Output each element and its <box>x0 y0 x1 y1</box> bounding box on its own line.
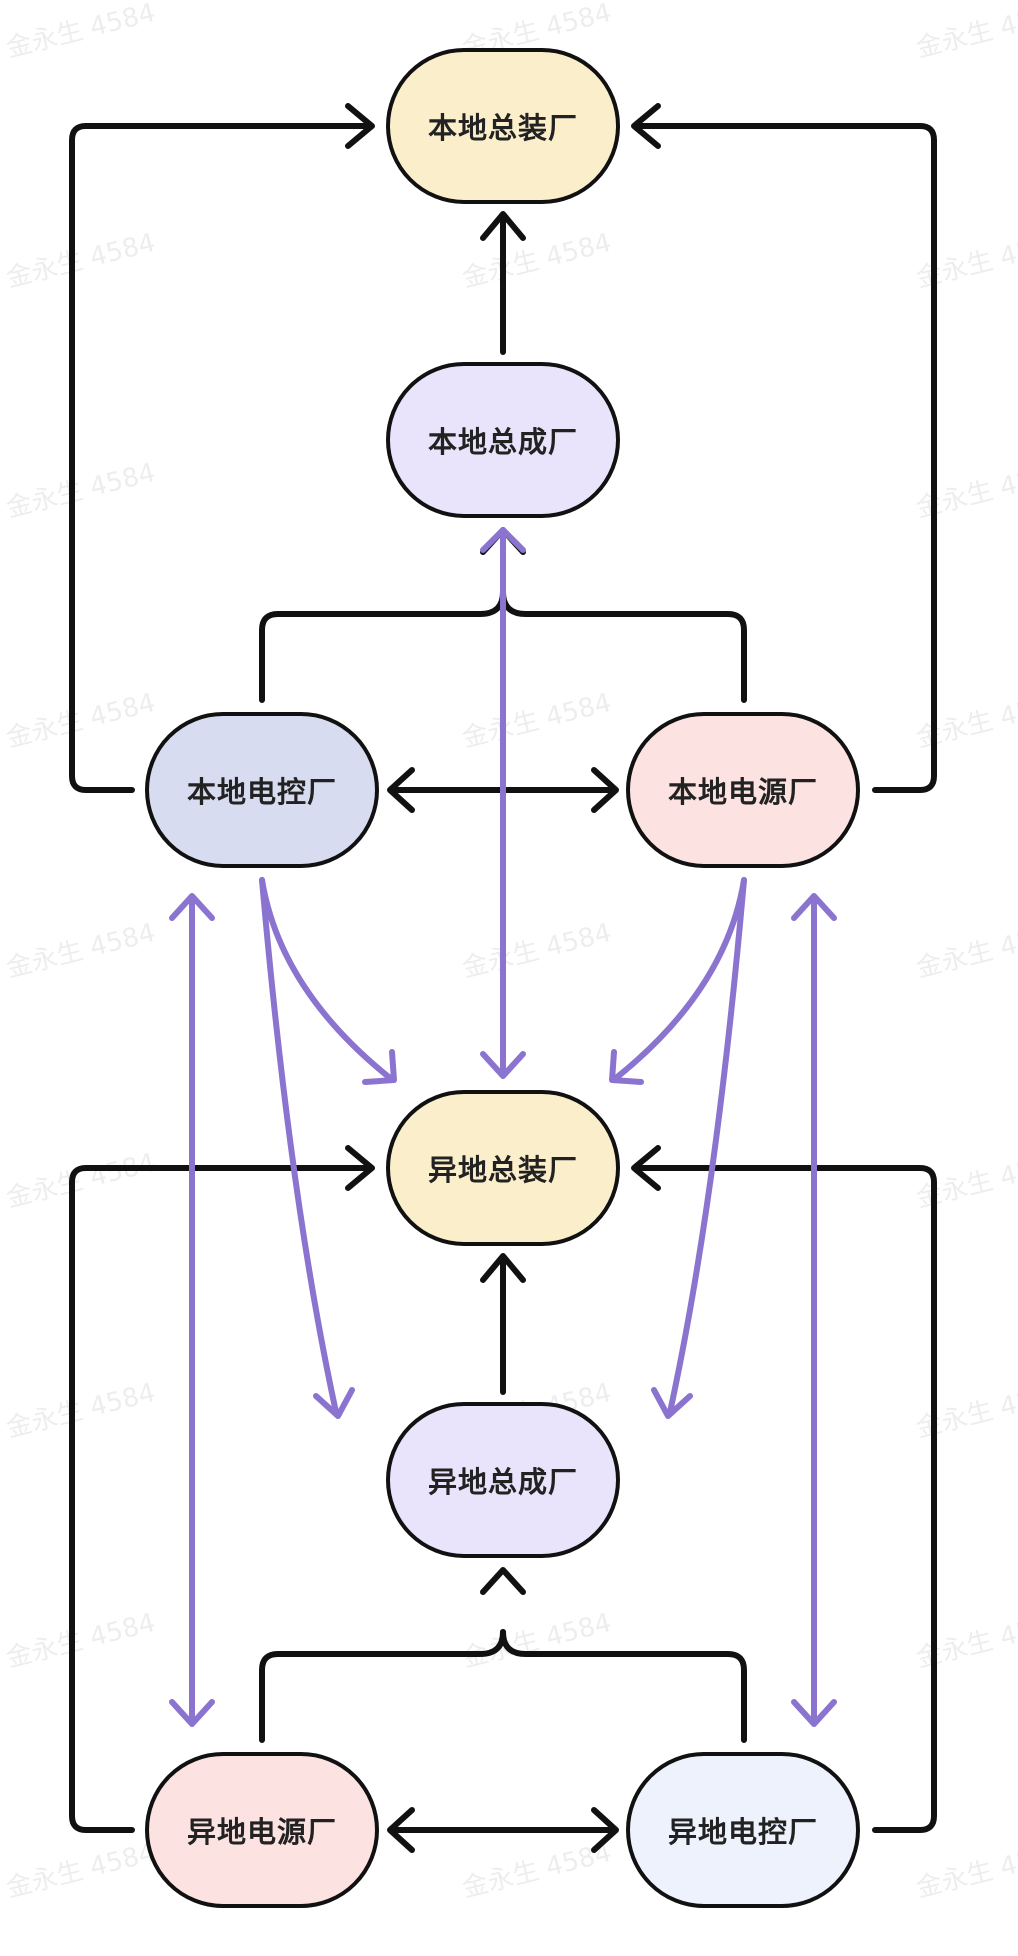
node-remote-assembly: 异地总装厂 <box>386 1090 620 1246</box>
node-label: 本地总成厂 <box>427 425 578 459</box>
edge-local-power-to-remote-assembly <box>613 877 747 1081</box>
arrowhead <box>169 893 215 921</box>
edge-local-control-to-local-integration <box>259 589 506 703</box>
arrowhead <box>591 1807 619 1853</box>
node-local-integration: 本地总成厂 <box>386 362 620 518</box>
edge-local-power-to-local-integration <box>500 589 747 703</box>
node-label: 本地总装厂 <box>427 111 578 145</box>
edge-remote-control-to-remote-integration <box>500 1629 747 1743</box>
edge-local-power-to-local-assembly <box>635 123 937 793</box>
arrowhead <box>387 767 415 813</box>
arrowhead <box>609 1049 644 1085</box>
arrowhead <box>480 1253 526 1283</box>
node-label: 异地总成厂 <box>427 1465 578 1499</box>
node-local-control: 本地电控厂 <box>145 712 379 868</box>
arrowhead <box>631 103 661 149</box>
edge-remote-control-to-remote-assembly <box>635 1165 937 1833</box>
arrowhead <box>791 1699 837 1727</box>
arrowhead <box>362 1049 397 1085</box>
arrowhead <box>791 893 837 921</box>
edge-local-control-to-local-assembly <box>69 123 371 793</box>
node-remote-control: 异地电控厂 <box>626 1752 860 1908</box>
node-label: 本地电源厂 <box>667 775 818 809</box>
arrowhead <box>480 1051 526 1079</box>
edge-remote-power-to-remote-assembly <box>69 1165 371 1833</box>
arrowhead <box>169 1699 215 1727</box>
arrowhead <box>313 1387 355 1419</box>
node-label: 异地电源厂 <box>186 1815 337 1849</box>
arrowhead <box>345 1145 375 1191</box>
edge-local-power-to-remote-integration <box>667 877 747 1415</box>
node-local-assembly: 本地总装厂 <box>386 48 620 204</box>
arrowhead <box>480 527 526 553</box>
arrowhead <box>480 1567 526 1595</box>
arrowhead <box>387 1807 415 1853</box>
node-remote-power: 异地电源厂 <box>145 1752 379 1908</box>
node-label: 本地电控厂 <box>186 775 337 809</box>
edge-local-control-to-remote-assembly <box>259 877 393 1081</box>
node-local-power: 本地电源厂 <box>626 712 860 868</box>
edge-remote-power-to-remote-integration <box>259 1629 506 1743</box>
arrowhead <box>591 767 619 813</box>
edge-local-control-to-remote-integration <box>259 877 339 1415</box>
arrowhead <box>651 1387 693 1419</box>
node-label: 异地电控厂 <box>667 1815 818 1849</box>
arrowhead <box>631 1145 661 1191</box>
arrowhead <box>345 103 375 149</box>
arrowhead <box>480 211 526 241</box>
node-remote-integration: 异地总成厂 <box>386 1402 620 1558</box>
node-label: 异地总装厂 <box>427 1153 578 1187</box>
